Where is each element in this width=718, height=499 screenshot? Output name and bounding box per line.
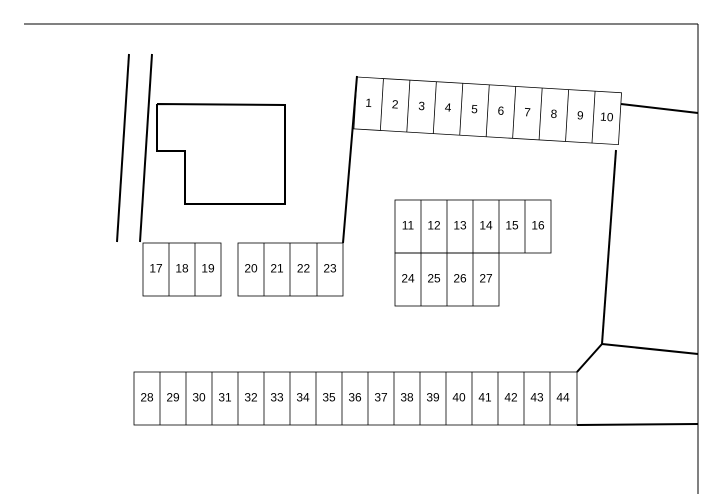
building-outline (156, 103, 286, 205)
stall-group-left (142, 242, 222, 297)
stall-label: 43 (530, 391, 544, 405)
stall-label: 44 (556, 391, 570, 405)
stall-label: 37 (374, 391, 388, 405)
stall-label: 32 (244, 391, 258, 405)
stall-label: 42 (504, 391, 518, 405)
stall-group-top: 1 2 3 4 5 6 7 8 9 10 (353, 76, 622, 146)
stall-label: 14 (479, 219, 493, 233)
stall-label: 35 (322, 391, 336, 405)
stall-label: 39 (426, 391, 440, 405)
stall-group-bottom (133, 371, 578, 426)
stall-label: 15 (505, 219, 519, 233)
stall-label: 13 (453, 219, 467, 233)
stall-label: 36 (348, 391, 362, 405)
stall-label: 38 (400, 391, 414, 405)
stall-label: 1 (365, 96, 373, 110)
stall-label: 18 (175, 262, 189, 276)
stall-label: 19 (201, 262, 215, 276)
stall-label: 40 (452, 391, 466, 405)
stall-label: 21 (270, 262, 284, 276)
site-boundary (24, 23, 699, 494)
stall-label: 5 (471, 102, 479, 116)
stall-label: 10 (600, 110, 614, 125)
stall-label: 27 (479, 272, 493, 286)
stall-label: 20 (244, 262, 258, 276)
stall-label: 4 (444, 100, 452, 114)
stall-label: 2 (391, 97, 399, 111)
stall-label: 25 (427, 272, 441, 286)
stall-label: 12 (427, 219, 441, 233)
stall-label: 34 (296, 391, 310, 405)
stall-label: 3 (418, 99, 426, 113)
stall-label: 22 (297, 262, 311, 276)
stall-label: 33 (270, 391, 284, 405)
stall-label: 41 (478, 391, 492, 405)
stall-label: 29 (166, 391, 180, 405)
stall-label: 31 (218, 391, 232, 405)
stall-label: 11 (402, 219, 415, 233)
stall-group-top-cells (353, 76, 622, 146)
stall-label: 28 (140, 391, 154, 405)
stall-label: 16 (531, 219, 545, 233)
stall-label: 6 (497, 104, 505, 118)
stall-label: 8 (550, 107, 558, 121)
stall-label: 23 (323, 262, 337, 276)
stall-group-middle-lower (394, 252, 500, 307)
stall-label: 30 (192, 391, 206, 405)
stall-label: 17 (149, 262, 163, 276)
stall-label: 9 (577, 108, 585, 122)
stall-group-center (237, 242, 344, 297)
stall-group-middle-upper (394, 199, 552, 254)
stall-label: 7 (524, 105, 532, 119)
lot-edges (342, 75, 699, 426)
stall-label: 26 (453, 272, 467, 286)
stall-label: 24 (401, 272, 415, 286)
road-edges (116, 53, 153, 243)
